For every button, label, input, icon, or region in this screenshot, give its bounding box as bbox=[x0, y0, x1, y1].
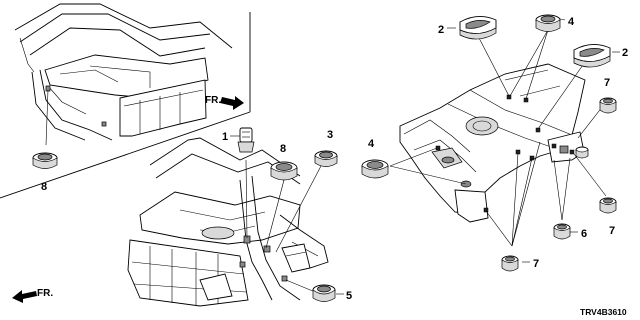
grommet-4-left bbox=[361, 159, 389, 179]
inset-front-structure bbox=[14, 3, 233, 146]
callout-4-top: 4 bbox=[568, 16, 575, 28]
callout-2-right: 2 bbox=[622, 47, 628, 59]
lower-front-structure bbox=[127, 137, 329, 307]
right-leader-lines bbox=[389, 17, 620, 263]
grommet-7-bottom bbox=[501, 255, 519, 272]
lower-leader-lines bbox=[245, 159, 323, 295]
front-direction-arrow-lower: FR. bbox=[12, 288, 53, 303]
fr-label-upper: FR. bbox=[205, 95, 221, 106]
grommet-2-right bbox=[573, 44, 611, 68]
callout-3: 3 bbox=[327, 129, 333, 141]
callout-1: 1 bbox=[222, 131, 228, 143]
grommet-5 bbox=[312, 284, 344, 302]
callout-7-right-upper: 7 bbox=[604, 77, 610, 89]
grommet-6 bbox=[553, 223, 571, 240]
grommet-7-right-upper bbox=[599, 97, 617, 114]
plug-1 bbox=[230, 127, 255, 153]
floor-panel-assembly bbox=[399, 63, 586, 223]
diagram-code: TRV4B3610 bbox=[580, 307, 627, 317]
grommet-7-right-lower bbox=[599, 197, 617, 214]
callout-2-top: 2 bbox=[438, 24, 444, 36]
grommet-8-lower bbox=[270, 161, 298, 181]
fr-label-lower: FR. bbox=[37, 288, 53, 299]
grommet-3 bbox=[314, 150, 338, 167]
grommet-4-top bbox=[535, 14, 561, 32]
grommet-7-panel bbox=[575, 146, 589, 159]
callout-5: 5 bbox=[346, 290, 352, 302]
callout-8-inset: 8 bbox=[41, 181, 47, 193]
grommet-8-inset bbox=[32, 152, 58, 169]
inset-frame bbox=[0, 12, 251, 199]
callout-4-left: 4 bbox=[368, 138, 375, 150]
callout-7-right-lower: 7 bbox=[609, 225, 615, 237]
callout-6: 6 bbox=[581, 228, 587, 240]
callout-7-bottom: 7 bbox=[533, 258, 539, 270]
grommet-2-top bbox=[459, 16, 497, 40]
callout-8-lower: 8 bbox=[280, 143, 286, 155]
front-direction-arrow-upper: FR. bbox=[205, 95, 244, 110]
